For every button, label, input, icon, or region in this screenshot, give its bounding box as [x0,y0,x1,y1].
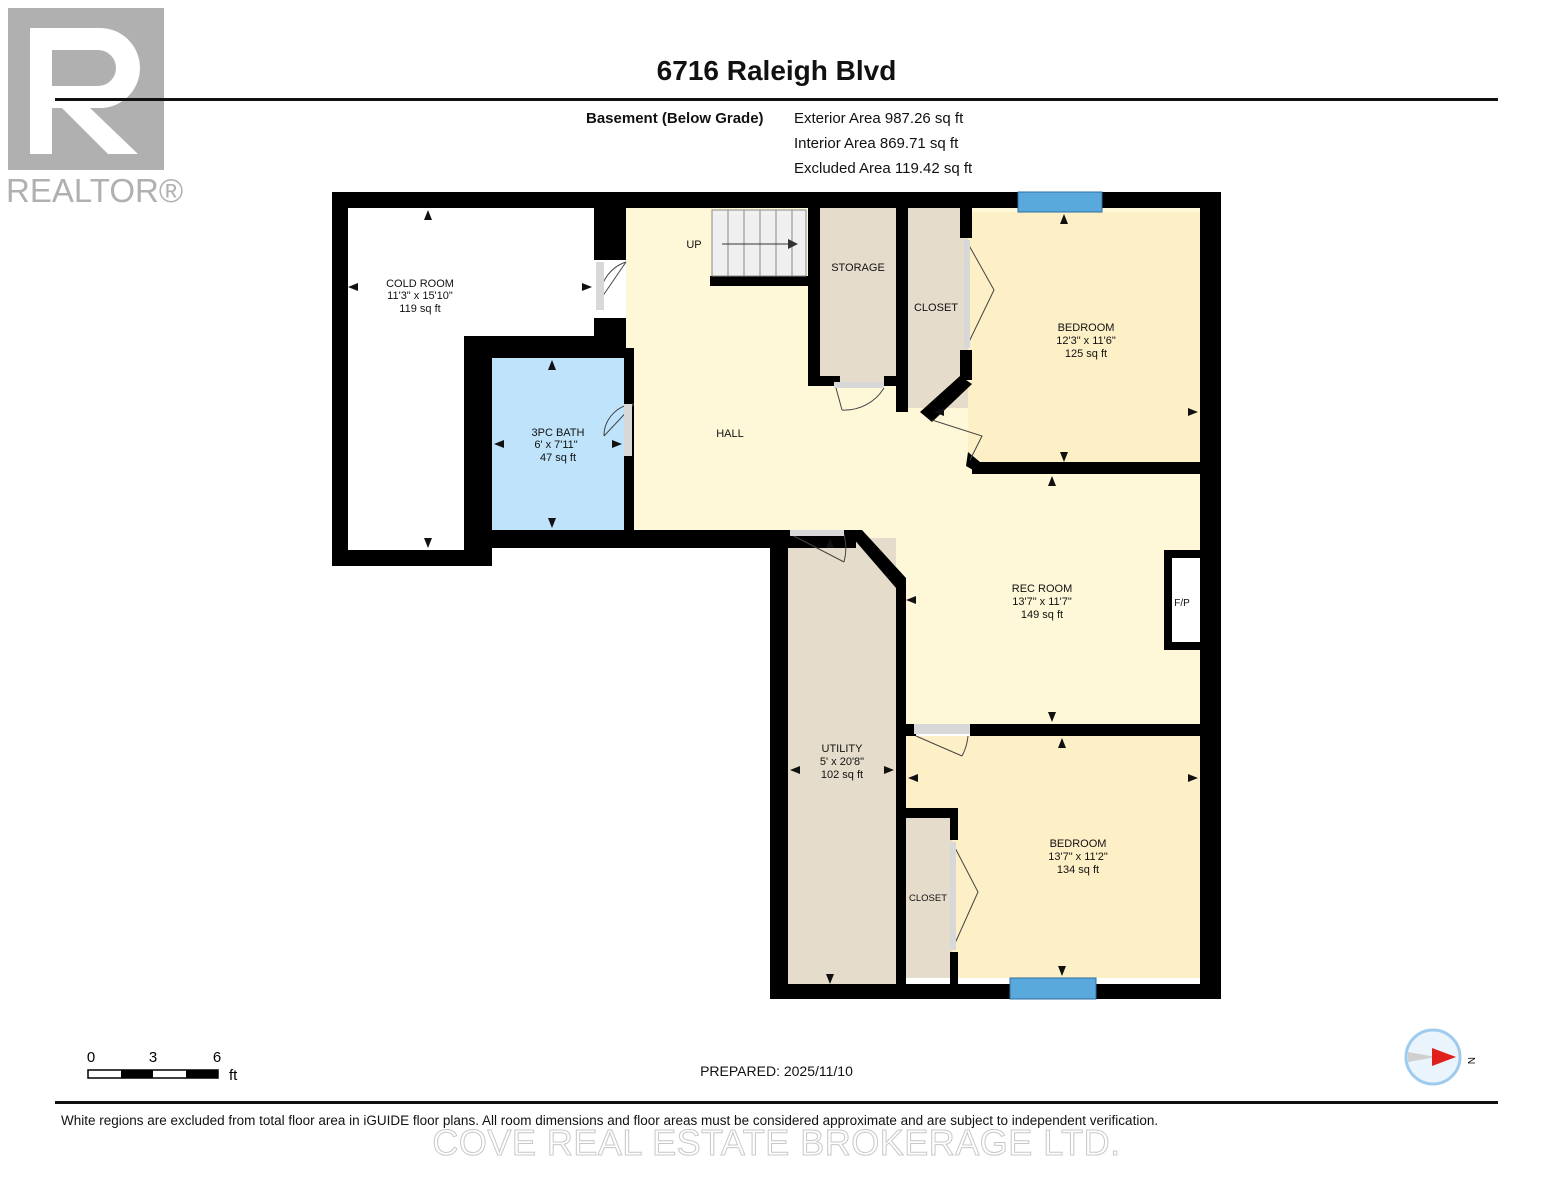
bedroom-bottom-area: 134 sq ft [1057,864,1099,876]
bedroom-top-name: BEDROOM [1058,322,1115,334]
window-bottom [1009,977,1097,1000]
bedroom-top-dims: 12'3" x 11'6" [1056,335,1116,347]
bath-name: 3PC BATH [532,427,585,439]
bedroom-top-area: 125 sq ft [1065,348,1107,360]
window-top [1017,191,1103,213]
closet-top-name: CLOSET [914,302,958,314]
bath-dims: 6' x 7'11" [534,439,577,451]
bath-area: 47 sq ft [540,452,576,464]
brokerage-watermark: COVE REAL ESTATE BROKERAGE LTD. [432,1122,1121,1164]
bedroom-bottom-name: BEDROOM [1050,838,1107,850]
scale-unit: ft [229,1067,238,1084]
cold-room-dims: 11'3" x 15'10" [387,290,453,302]
realtor-logo-text: REALTOR® [6,172,183,209]
cold-room-area: 119 sq ft [399,303,440,315]
rec-room-dims: 13'7" x 11'7" [1012,596,1072,608]
floor-label: Basement (Below Grade) [586,110,764,127]
disclaimer-note: White regions are excluded from total fl… [61,1113,1159,1128]
realtor-logo: REALTOR® [6,8,183,209]
fireplace-label: F/P [1174,598,1190,609]
rec-room-name: REC ROOM [1012,583,1073,595]
storage-floor [818,208,904,386]
excluded-area: Excluded Area 119.42 sq ft [794,160,973,177]
compass-north-label: N [1465,1057,1476,1064]
header-rule [55,98,1498,101]
closet-bottom-name: CLOSET [909,893,947,904]
prepared-date: PREPARED: 2025/11/10 [700,1063,853,1079]
utility-name: UTILITY [822,743,864,755]
exterior-area: Exterior Area 987.26 sq ft [794,110,964,127]
utility-floor [788,538,896,984]
utility-area: 102 sq ft [821,769,863,781]
bedroom-bottom-dims: 13'7" x 11'2" [1048,851,1108,863]
compass-icon [1404,1028,1462,1086]
stairs-arrowhead [788,239,798,249]
angled-wall-bedroom [966,452,980,474]
hall-name: HALL [716,428,744,440]
door-leaves [596,240,970,950]
scale-label-6: 6 [213,1049,221,1066]
rec-room-area: 149 sq ft [1021,609,1063,621]
interior-area: Interior Area 869.71 sq ft [794,135,959,152]
footer-rule [55,1101,1498,1104]
property-title: 6716 Raleigh Blvd [656,55,897,86]
bedroom-top-floor [968,212,1200,464]
dimension-arrows [348,210,1198,984]
cold-room-name: COLD ROOM [386,278,454,290]
angled-wall-utility [846,530,906,588]
stairs-up-label: UP [686,239,701,251]
closet-bottom-floor [906,818,952,978]
storage-name: STORAGE [831,262,885,274]
angled-wall-closet [920,376,972,422]
fireplace-inner [1172,558,1200,642]
scale-label-0: 0 [87,1049,95,1066]
closet-top-floor [906,208,968,408]
utility-dims: 5' x 20'8" [820,756,864,768]
walls [332,192,1221,999]
scale-label-3: 3 [149,1049,157,1066]
scale-bar [87,1069,219,1079]
bath-floor [492,358,624,530]
